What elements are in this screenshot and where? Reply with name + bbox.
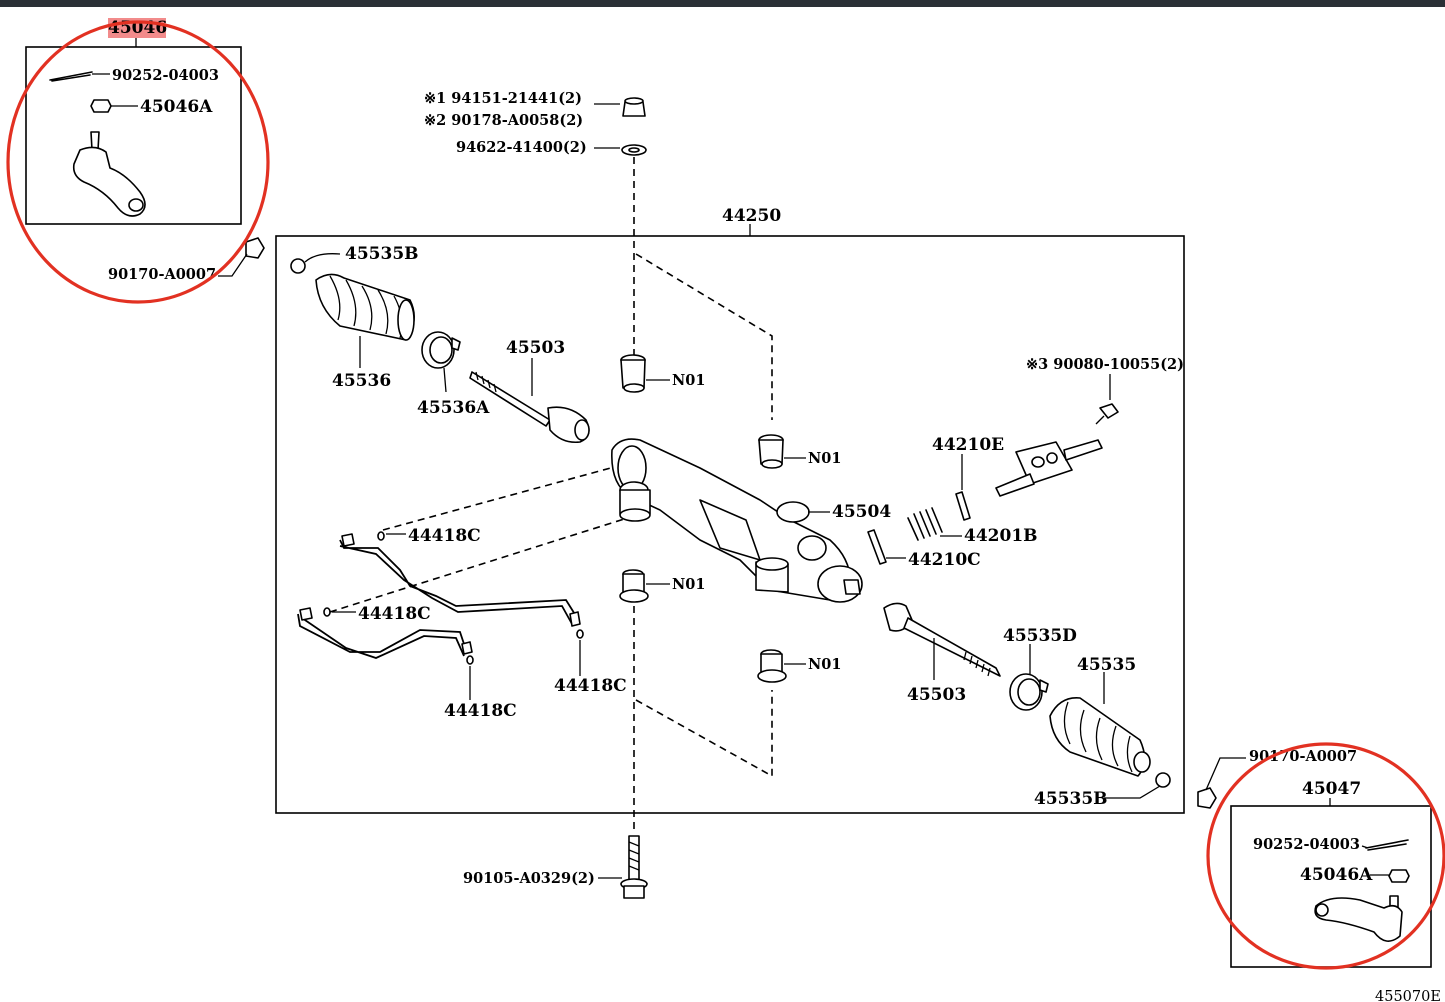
left-boot-clamp-label: 45535B <box>345 244 419 264</box>
bushing-3-label: N01 <box>672 576 705 593</box>
right-boot-band-icon <box>1009 673 1049 711</box>
bushing-4-label: N01 <box>808 656 841 673</box>
valve-bolt-icon <box>1095 403 1119 425</box>
oring-icon <box>466 655 474 665</box>
oring-icon <box>576 629 584 639</box>
parts-diagram: 45046 90252-04003 45046A 90170-A0007 ※1 … <box>6 18 1445 1002</box>
control-valve-icon <box>995 439 1103 497</box>
left-rack-end-group: 45503 <box>469 338 590 444</box>
seal-c-label: 44210C <box>908 550 981 570</box>
right-boot-label: 45535 <box>1077 655 1136 675</box>
bushing-4: N01 <box>757 649 841 683</box>
nut-icon <box>1388 869 1410 883</box>
window-top-bar <box>0 0 1445 7</box>
left-cotter-pin-label: 90252-04003 <box>112 67 219 84</box>
left-tie-rod-group: 45046 90252-04003 45046A 90170-A0007 <box>6 18 270 304</box>
boot-clamp-icon <box>290 258 306 274</box>
seal-c-icon <box>867 529 887 565</box>
seal-e-label: 44210E <box>932 435 1004 455</box>
left-boot-group: 45535B 45536 45536A <box>290 244 490 418</box>
right-highlight-circle <box>1206 742 1445 970</box>
oring-4-label: 44418C <box>444 701 517 721</box>
bolt-label: 90105-A0329(2) <box>463 870 595 887</box>
left-tie-rod-box <box>25 46 242 225</box>
bushing-1-label: N01 <box>672 372 705 389</box>
steering-rack-housing-icon <box>611 438 863 603</box>
cap-label: 45504 <box>832 502 891 522</box>
bolt-icon <box>620 835 648 899</box>
seal-b-icon <box>907 507 943 541</box>
washer-label: 94622-41400(2) <box>456 139 587 156</box>
guide-line <box>635 253 773 420</box>
figure-code: 455070E <box>1375 989 1441 1002</box>
boot-band-icon <box>421 331 461 369</box>
top-nut1-label: ※1 94151-21441(2) <box>424 90 582 107</box>
left-boot-band-label: 45536A <box>417 398 490 418</box>
right-cotter-pin-label: 90252-04003 <box>1253 836 1360 853</box>
nut-icon <box>90 99 112 113</box>
right-tie-rod-group: 90170-A0007 45047 90252-04003 45046A <box>1197 742 1445 970</box>
outer-nut-icon <box>1197 787 1217 809</box>
bushing-2: N01 <box>758 434 841 469</box>
bushing-2-label: N01 <box>808 450 841 467</box>
rack-end-icon <box>469 371 590 444</box>
right-nut-label: 45046A <box>1300 865 1373 885</box>
tie-rod-end-icon <box>72 131 146 217</box>
outer-nut-icon <box>245 237 265 259</box>
seal-e-icon <box>955 491 971 521</box>
oring-icon <box>323 607 331 617</box>
left-boot-icon <box>315 273 415 341</box>
boot-clamp-icon <box>1155 772 1171 788</box>
right-boot-icon <box>1049 697 1151 777</box>
left-boot-label: 45536 <box>332 371 391 391</box>
oring-2-label: 44418C <box>358 604 431 624</box>
left-nut-label: 45046A <box>140 97 213 117</box>
right-rack-end-label: 45503 <box>907 685 966 705</box>
left-highlight-circle <box>6 20 270 304</box>
right-tie-rod-title: 45047 <box>1302 779 1361 799</box>
tie-rod-end-icon <box>1314 895 1403 942</box>
top-fastener-group: ※1 94151-21441(2) ※2 90178-A0058(2) 9462… <box>424 90 647 356</box>
left-rack-end-label: 45503 <box>506 338 565 358</box>
valve-bolt-label: ※3 90080-10055(2) <box>1026 356 1184 373</box>
right-boot-band-label: 45535D <box>1003 626 1077 646</box>
right-boot-clamp-label: 45535B <box>1034 789 1108 809</box>
top-nut2-label: ※2 90178-A0058(2) <box>424 112 583 129</box>
bushing-3: N01 <box>619 569 705 603</box>
bushing-1: N01 <box>620 354 705 393</box>
guide-line <box>635 690 773 778</box>
gear-assembly-box <box>275 235 1185 814</box>
oring-3-label: 44418C <box>554 676 627 696</box>
left-outer-nut-label: 90170-A0007 <box>108 266 216 283</box>
cotter-pin-icon <box>49 71 93 82</box>
oring-1-label: 44418C <box>408 526 481 546</box>
gear-assembly-label: 44250 <box>722 206 781 226</box>
oring-icon <box>377 531 385 541</box>
cotter-pin-icon <box>1365 839 1409 851</box>
right-rack-end-icon <box>883 602 1001 677</box>
right-outer-nut-label: 90170-A0007 <box>1249 748 1357 765</box>
seal-b-label: 44201B <box>964 526 1038 546</box>
hydraulic-tube-icon <box>297 533 581 659</box>
